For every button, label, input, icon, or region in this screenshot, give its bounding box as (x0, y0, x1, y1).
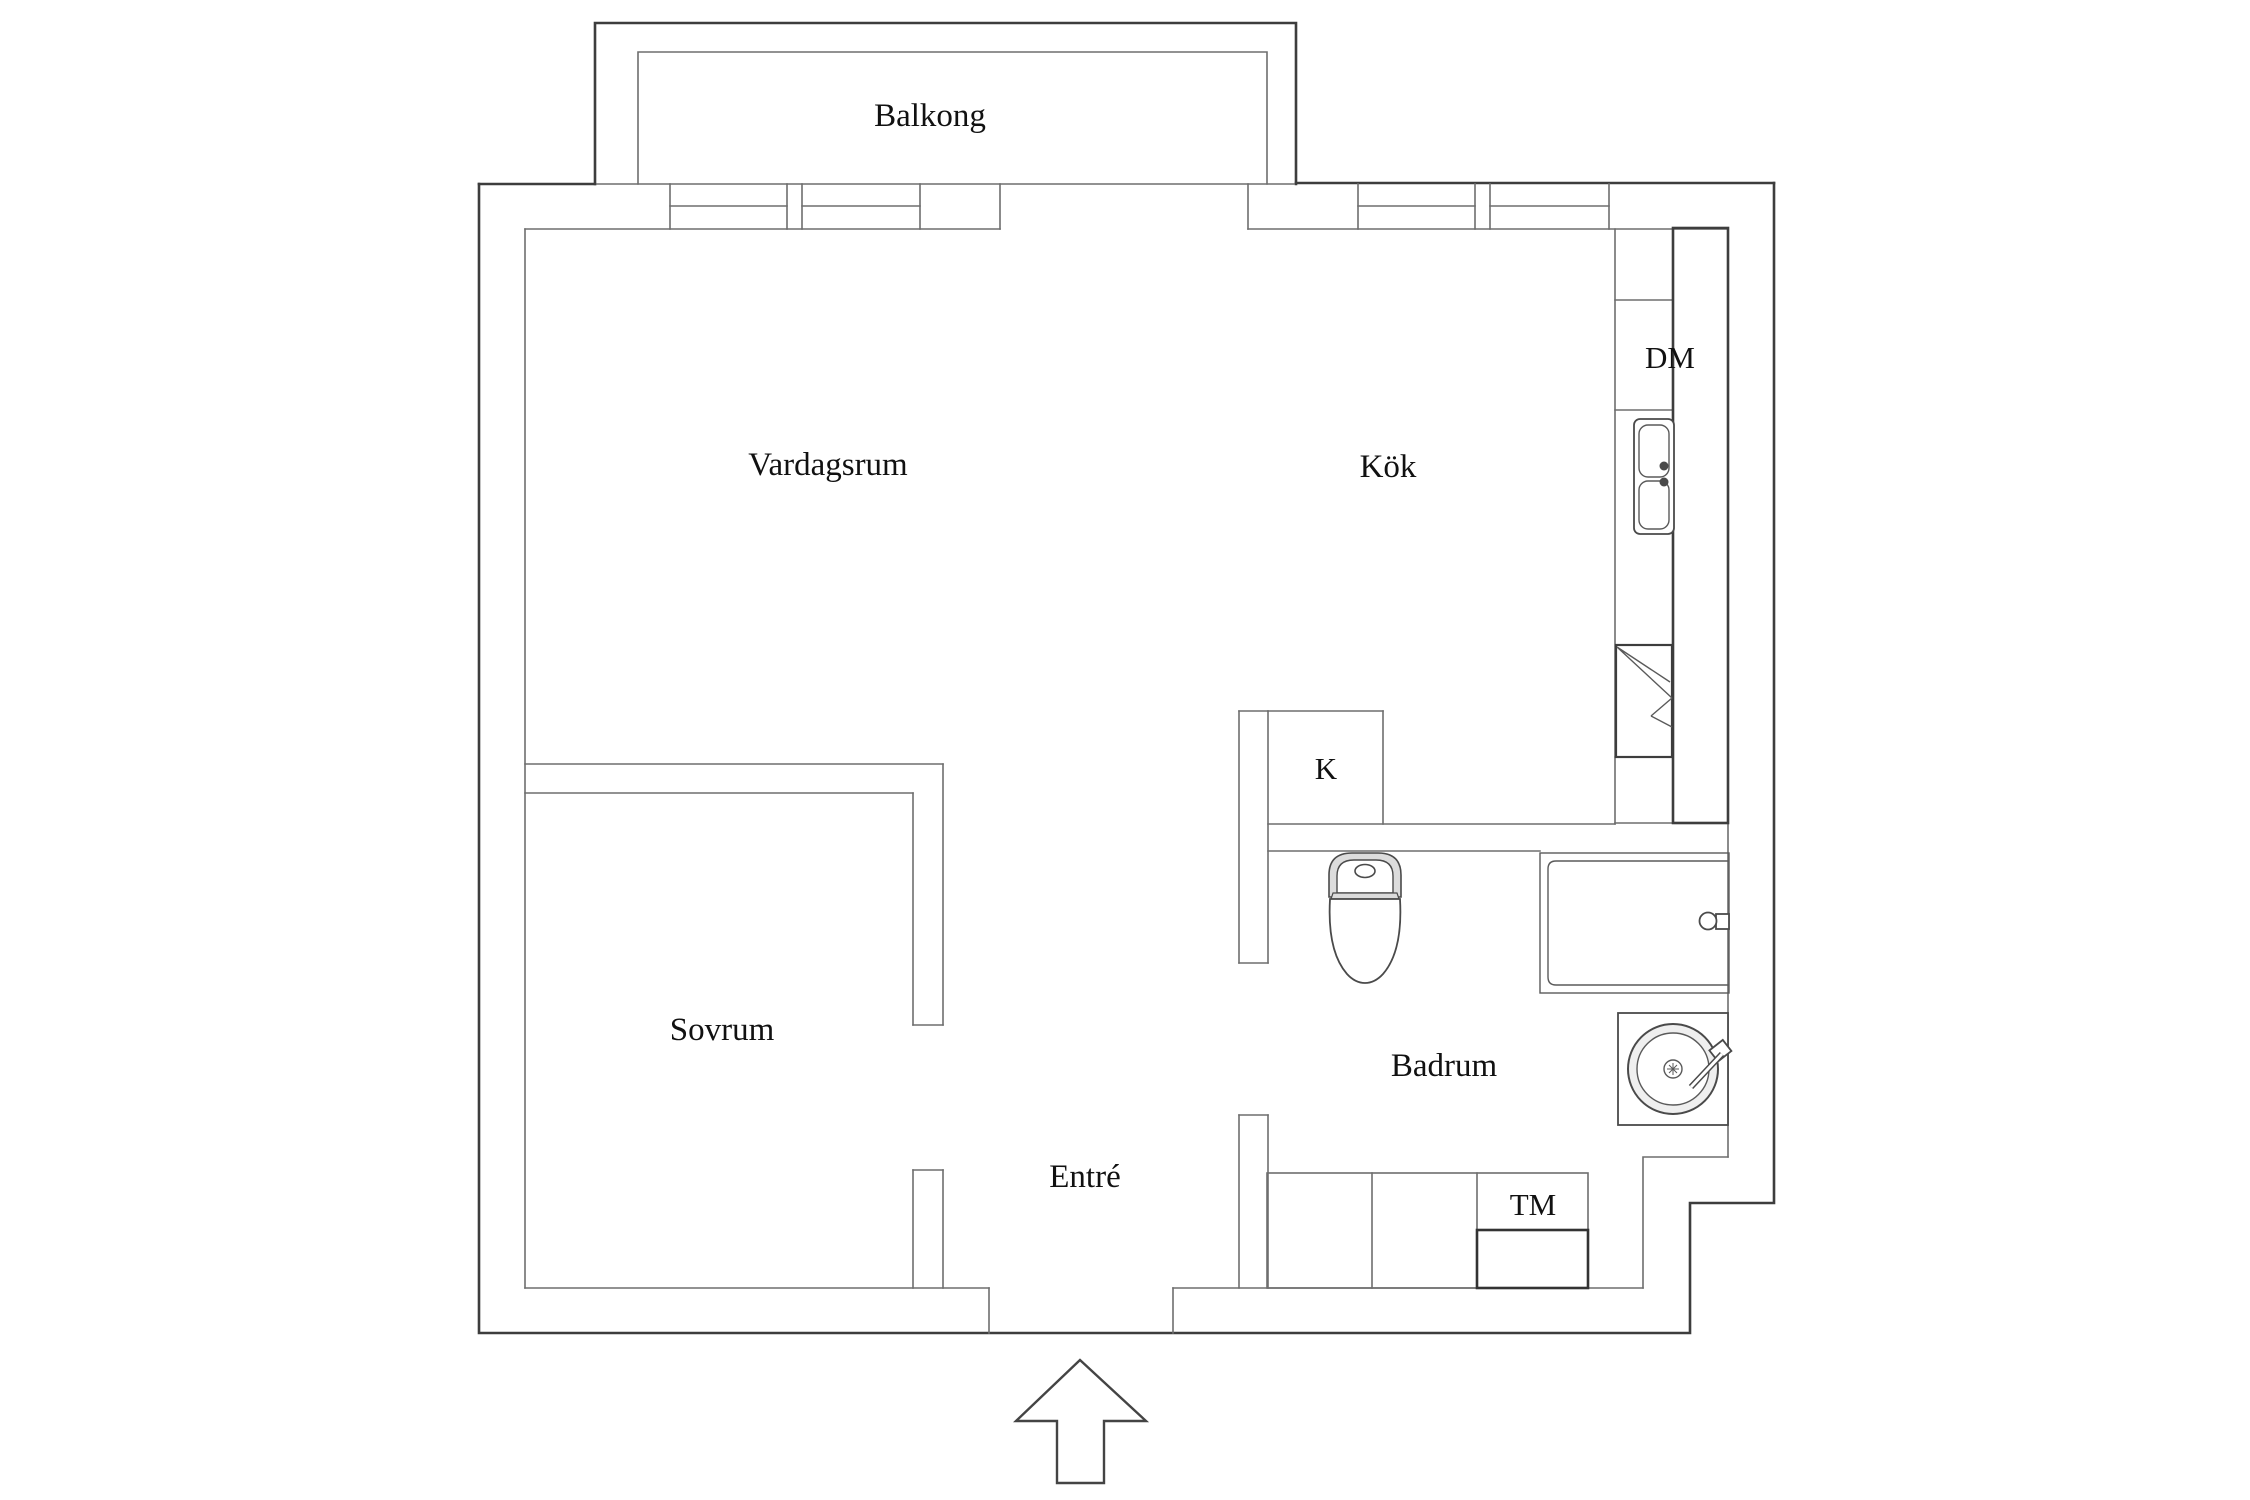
k-closet (1267, 710, 1384, 825)
entrance-arrow-icon (1013, 1358, 1150, 1485)
label-tm: TM (1510, 1187, 1557, 1222)
label-sovrum: Sovrum (670, 1012, 775, 1048)
label-vardagsrum: Vardagsrum (748, 447, 908, 483)
bathroom-wall (1238, 710, 1269, 1289)
label-dm: DM (1645, 340, 1695, 375)
washing-machine-box (1475, 1228, 1590, 1290)
kitchen-counter (1671, 226, 1730, 825)
label-k: K (1315, 751, 1338, 786)
balcony-outer-wall (593, 21, 1298, 186)
room-labels: Balkong Vardagsrum Kök DM K Sovrum Entré… (670, 98, 1695, 1222)
label-entre: Entré (1049, 1159, 1120, 1195)
stove-icon (1614, 643, 1674, 759)
washbasin-icon (1617, 1012, 1733, 1126)
bathtub-icon (1539, 852, 1730, 994)
kitchen-sink-icon (1633, 418, 1675, 535)
bedroom-partition (524, 763, 944, 1289)
bathtub-faucet-icon (1698, 911, 1730, 931)
outer-walls (477, 21, 1776, 1335)
label-badrum: Badrum (1391, 1048, 1498, 1084)
washbasin-faucet-icon (1688, 1038, 1733, 1090)
toilet-icon (1328, 852, 1402, 984)
balcony-inner-rail (637, 51, 1268, 185)
inner-walls (524, 51, 1729, 1334)
label-kok: Kök (1360, 449, 1417, 485)
label-balkong: Balkong (874, 98, 986, 134)
